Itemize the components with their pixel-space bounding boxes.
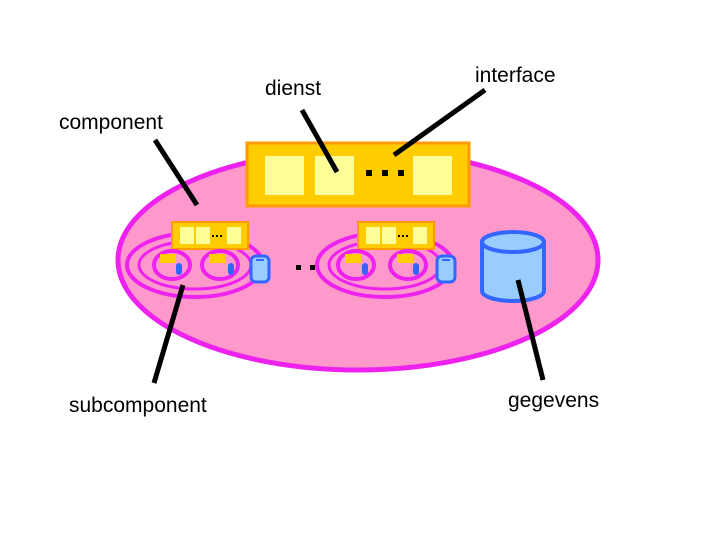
- database-icon: [435, 254, 457, 284]
- ellipsis-icon: [398, 235, 408, 237]
- leader-line-gegevens: [515, 279, 546, 381]
- leader-line-subcomponent: [151, 284, 186, 384]
- service-box: [309, 150, 360, 201]
- leader-line-interface: [392, 87, 487, 158]
- label-subcomponent: subcomponent: [69, 394, 207, 417]
- inner-ring: [152, 249, 192, 281]
- subcomponent-right: [315, 221, 457, 299]
- inner-ring: [336, 249, 376, 281]
- leader-line-dienst: [299, 108, 340, 174]
- inner-ring: [388, 249, 428, 281]
- label-interface: interface: [475, 64, 556, 87]
- ellipsis-icon: [296, 265, 315, 270]
- sub-interface: [357, 221, 435, 250]
- label-component: component: [59, 111, 163, 134]
- database-icon: [480, 230, 546, 303]
- label-dienst: dienst: [265, 77, 321, 100]
- service-box: [407, 150, 458, 201]
- inner-ring: [200, 249, 240, 281]
- label-gegevens: gegevens: [508, 389, 599, 412]
- sub-interface: [171, 221, 249, 250]
- database-icon: [249, 254, 271, 284]
- subcomponent-left: [125, 221, 271, 299]
- ellipsis-icon: [212, 235, 222, 237]
- service-box: [259, 150, 310, 201]
- main-interface: [245, 141, 471, 208]
- leader-line-component: [152, 138, 200, 207]
- ellipsis-icon: [366, 170, 404, 176]
